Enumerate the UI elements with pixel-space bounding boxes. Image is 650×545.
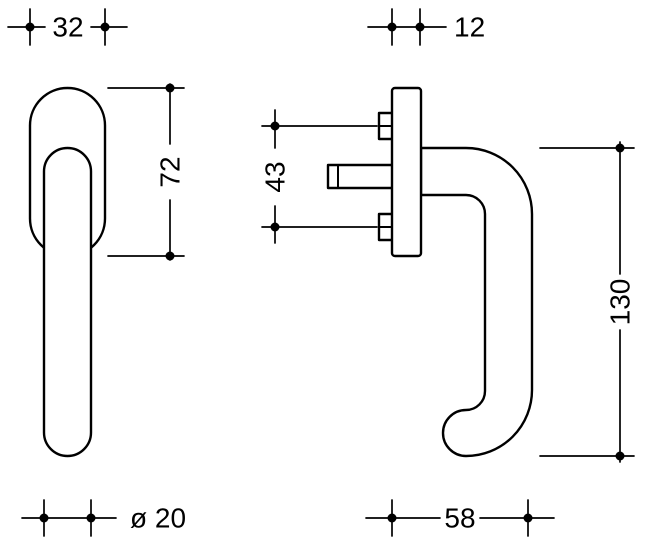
dimension-dot [100,22,110,32]
dimension-dot [523,513,533,523]
dimension-dot [615,451,625,461]
dimension-label: 43 [260,161,291,192]
rosette-plate-side-shape [390,86,423,258]
dimension-plate-thickness: 12 [367,8,485,46]
dimension-label: 32 [52,12,83,43]
dimension-handle-length: 130 [539,141,636,463]
dimension-dot [387,513,397,523]
dimension-screw-spacing: 43 [260,109,378,244]
handle-side-view [326,86,534,458]
handle-front-view [28,86,107,458]
dimension-rosette-height: 72 [107,83,186,261]
dimension-dot [415,22,425,32]
dimension-dot [165,83,175,93]
dimension-label: ø 20 [130,503,186,534]
dimension-projection: 58 [365,499,555,537]
dimension-label: 130 [605,279,636,326]
dimension-dot [615,143,625,153]
grip-front-shape [42,146,93,458]
dimension-dot [165,251,175,261]
dimension-label: 58 [444,503,475,534]
dimension-dot [387,22,397,32]
dimension-dot [270,222,280,232]
dimension-label: 72 [155,156,186,187]
dimension-grip-diameter: ø 20 [21,499,186,537]
dimension-dot [25,22,35,32]
dimension-rosette-width: 32 [7,8,128,46]
dimension-dot [86,513,96,523]
dimension-dot [270,121,280,131]
dimension-label: 12 [454,12,485,43]
dimension-dot [39,513,49,523]
lever-side-shape [419,146,534,458]
